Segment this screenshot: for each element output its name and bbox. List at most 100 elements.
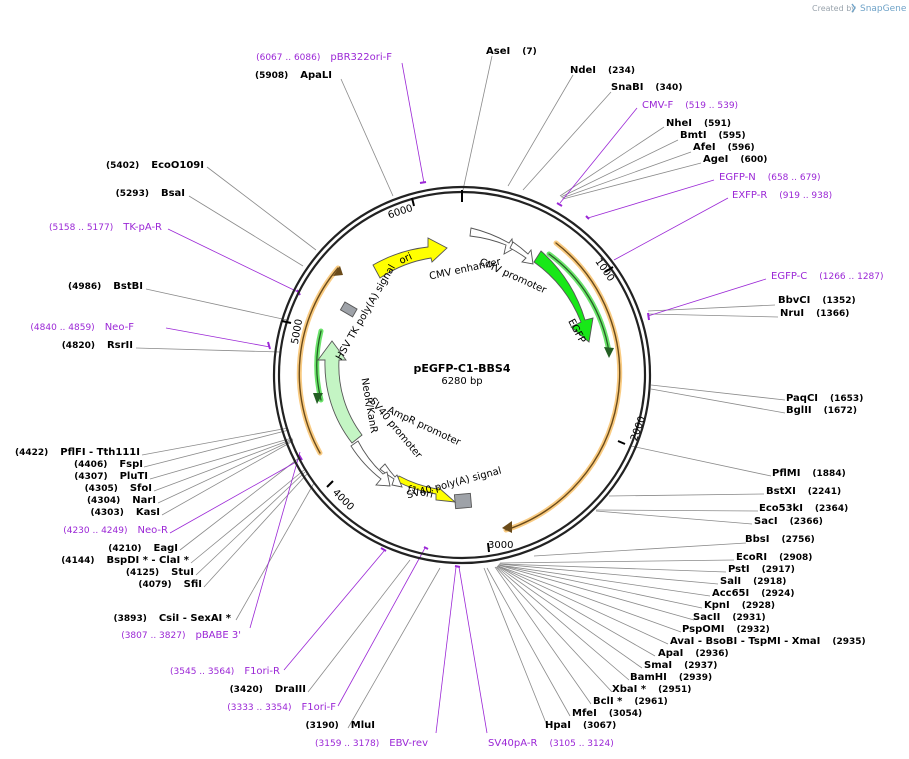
site-pos: (4144) [61,556,94,566]
enzyme-site-label: (4125)StuI [126,567,194,578]
enzyme-site-label: ApaI(2936) [658,648,729,659]
site-pos: (4305) [85,484,118,494]
feature-arrows [317,227,594,510]
site-name: PflMI [772,468,800,479]
site-pos: (1352) [822,296,855,306]
enzyme-site-label: (5402)EcoO109I [106,160,204,171]
sv40-polya-box [453,492,473,510]
enzyme-site-label: AvaI - BsoBI - TspMI - XmaI (2935) [670,636,866,647]
primer-leader-lines [165,62,767,734]
tick-4000: 4000 [330,487,356,513]
primer-name: EGFP-N [719,172,756,183]
enzyme-site-label: MfeI(3054) [572,708,642,719]
site-name: PluTI [120,471,148,482]
site-pos: (4307) [74,472,107,482]
site-pos: (340) [655,83,682,93]
primer-marks [267,181,650,568]
primer-range: (3807 .. 3827) [121,631,185,641]
cmv-enhancer-arrow [469,227,514,255]
site-name: BstXI [766,486,796,497]
primer-name: F1ori-R [244,666,280,677]
site-pos: (4422) [15,448,48,458]
site-pos: (2931) [732,613,765,623]
primer-range: (658 .. 679) [768,173,821,183]
plasmid-length: 6280 bp [441,376,482,387]
primer-range: (919 .. 938) [779,191,832,201]
credit-text: Created by [812,4,856,13]
orf-left-arrowhead [333,266,343,276]
feature-label-ori: ori [398,251,414,266]
site-pos: (5908) [255,71,288,81]
f1-ori-arrow [395,475,457,503]
enzyme-site-label: SacII (2931) [693,612,766,623]
primer-name: pBR322ori-F [330,52,392,63]
site-name: SmaI [644,660,672,671]
primer-range: (3159 .. 3178) [315,739,379,749]
site-name: BspDI * - ClaI * [106,555,189,566]
primer-range: (3105 .. 3124) [549,739,613,749]
site-name: PaqCI [786,393,818,404]
credit-brand: SnapGene [860,4,907,14]
enzyme-site-label: PflMI(1884) [772,468,846,479]
enzyme-site-label: (4079)SfiI [138,579,202,590]
site-name: BstBI [113,281,143,292]
site-name: AgeI [703,154,728,165]
site-name: RsrII [107,340,133,351]
enzyme-site-label: (4303)KasI [91,507,160,518]
primer-label: SV40pA-R(3105 .. 3124) [488,738,614,749]
site-pos: (5402) [106,161,139,171]
primer-name: F1ori-F [302,702,337,713]
enzyme-site-label: NdeI (234) [570,65,635,76]
sv40-promoter-arrow [350,440,391,487]
enzyme-site-label: Eco53kI(2364) [759,503,848,514]
site-name: BbvCI [778,295,810,306]
primer-label: (4840 .. 4859)Neo-F [30,322,134,333]
enzyme-site-label: HpaI(3067) [545,720,616,731]
primer-range: (3333 .. 3354) [227,703,291,713]
ori-arrow [372,237,448,279]
enzyme-site-label: PspOMI(2932) [682,624,770,635]
site-name: SacI [754,516,778,527]
site-name: AfeI [693,142,716,153]
primer-label: (4230 .. 4249)Neo-R [63,525,168,536]
site-name: BclI * [593,696,623,707]
site-pos: (234) [608,66,635,76]
site-pos: (4304) [87,496,120,506]
site-name: EagI [154,543,178,554]
enzyme-site-label: PstI(2917) [728,564,795,575]
site-name: NdeI [570,65,596,76]
primer-label: EXFP-R (919 .. 938) [732,190,832,201]
enzyme-site-label: AgeI(600) [703,154,767,165]
site-name: SfiI [184,579,202,590]
egfp-orf-arrowhead [604,347,614,358]
site-name: SacII [693,612,720,623]
site-name: Eco53kI [759,503,803,514]
site-name: BmtI [680,130,707,141]
site-name: DraIII [275,684,306,695]
orf-right-arrowhead [502,521,512,533]
site-name: FspI [119,459,143,470]
site-pos: (4986) [68,282,101,292]
primer-name: EXFP-R [732,190,767,201]
enzyme-site-label: (4305)SfoI [85,483,152,494]
enzyme-site-label: (3190)MluI [306,720,376,731]
primer-name: EBV-rev [389,738,428,749]
site-pos: (595) [719,131,746,141]
site-pos: (2935) [832,637,865,647]
enzyme-site-label: BmtI (595) [680,130,746,141]
enzyme-leader-lines [135,55,786,729]
site-pos: (4820) [62,341,95,351]
enzyme-site-label: AfeI(596) [693,142,755,153]
site-pos: (2924) [761,589,794,599]
site-name: SalI [720,576,741,587]
site-pos: (2937) [684,661,717,671]
primer-label: CMV-F(519 .. 539) [642,100,738,111]
site-pos: (2961) [634,697,667,707]
site-name: XbaI * [612,684,647,695]
enzyme-site-label: (4307) PluTI [74,471,148,482]
site-pos: (5293) [116,189,149,199]
site-pos: (2928) [742,601,775,611]
enzyme-site-label: (4210)EagI [108,543,178,554]
neor-kanr-arrow [317,340,363,444]
site-name: AvaI - BsoBI - TspMI - XmaI [670,636,820,647]
